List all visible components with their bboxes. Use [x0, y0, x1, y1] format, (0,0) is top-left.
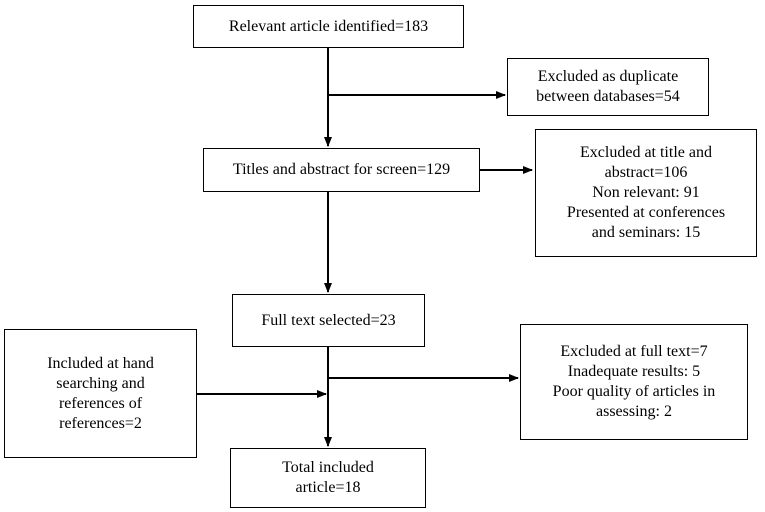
screened-text: Titles and abstract for screen=129 — [232, 161, 451, 178]
duplicates-excluded-box: Excluded as duplicate between databases=… — [507, 58, 709, 116]
duplicates-line-2: between databases=54 — [536, 88, 680, 105]
title-abstract-line-3: Non relevant: 91 — [592, 184, 700, 201]
total-line-1: Total included — [282, 459, 374, 476]
title-abstract-line-1: Excluded at title and — [580, 144, 712, 161]
title-abstract-line-5: and seminars: 15 — [591, 224, 701, 241]
hand-search-box: Included at hand searching and reference… — [4, 329, 197, 458]
full-text-excluded-line-4: assessing: 2 — [595, 403, 672, 420]
title-abstract-line-2: abstract=106 — [604, 164, 688, 181]
full-text-text: Full text selected=23 — [261, 311, 396, 329]
full-text-excluded-line-1: Excluded at full text=7 — [560, 343, 708, 360]
title-abstract-excluded-box: Excluded at title and abstract=106 Non r… — [535, 129, 757, 257]
total-line-2: article=18 — [295, 479, 361, 496]
full-text-excluded-line-2: Inadequate results: 5 — [567, 363, 701, 380]
full-text-box: Full text selected=23 — [232, 294, 425, 347]
total-included-box: Total included article=18 — [230, 448, 426, 508]
hand-search-line-4: references=2 — [59, 414, 142, 432]
full-text-excluded-line-3: Poor quality of articles in — [552, 383, 716, 400]
hand-search-line-1: Included at hand — [47, 354, 154, 372]
full-text-excluded-box: Excluded at full text=7 Inadequate resul… — [520, 324, 748, 440]
hand-search-line-3: references of — [58, 394, 143, 412]
screened-box: Titles and abstract for screen=129 — [203, 148, 480, 192]
duplicates-line-1: Excluded as duplicate — [537, 68, 679, 85]
title-abstract-line-4: Presented at conferences — [566, 204, 726, 221]
identified-text: Relevant article identified=183 — [228, 17, 429, 35]
hand-search-line-2: searching and — [56, 374, 145, 392]
identified-box: Relevant article identified=183 — [193, 5, 464, 48]
